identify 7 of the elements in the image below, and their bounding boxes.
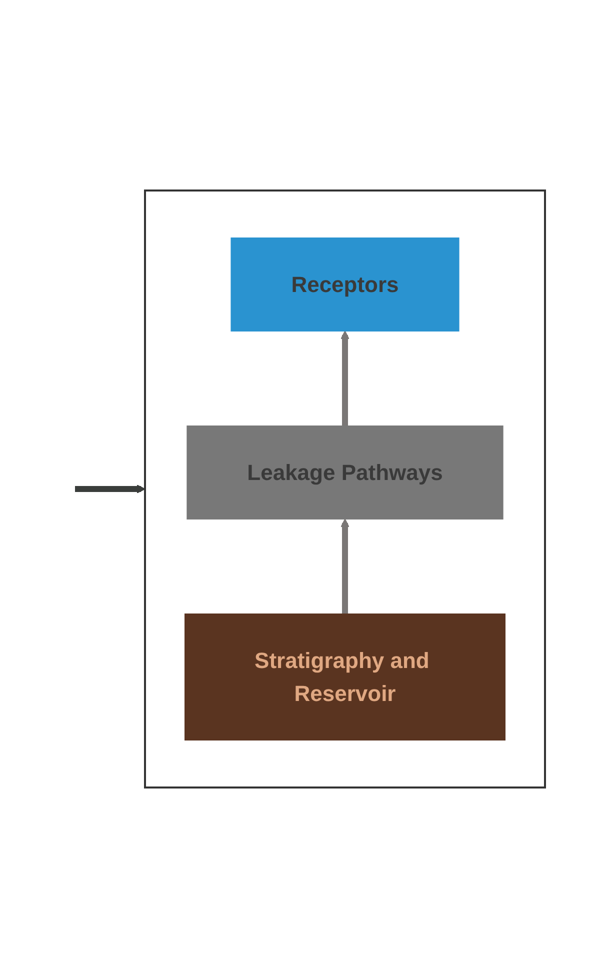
cluster [144, 189, 546, 788]
node-box: Stratigraphy and Reservoir [184, 613, 506, 740]
node-box: Leakage Pathways [186, 425, 504, 519]
arrow [340, 330, 350, 426]
node-box: Receptors [230, 237, 460, 331]
arrow [340, 518, 350, 614]
arrow [75, 484, 146, 493]
